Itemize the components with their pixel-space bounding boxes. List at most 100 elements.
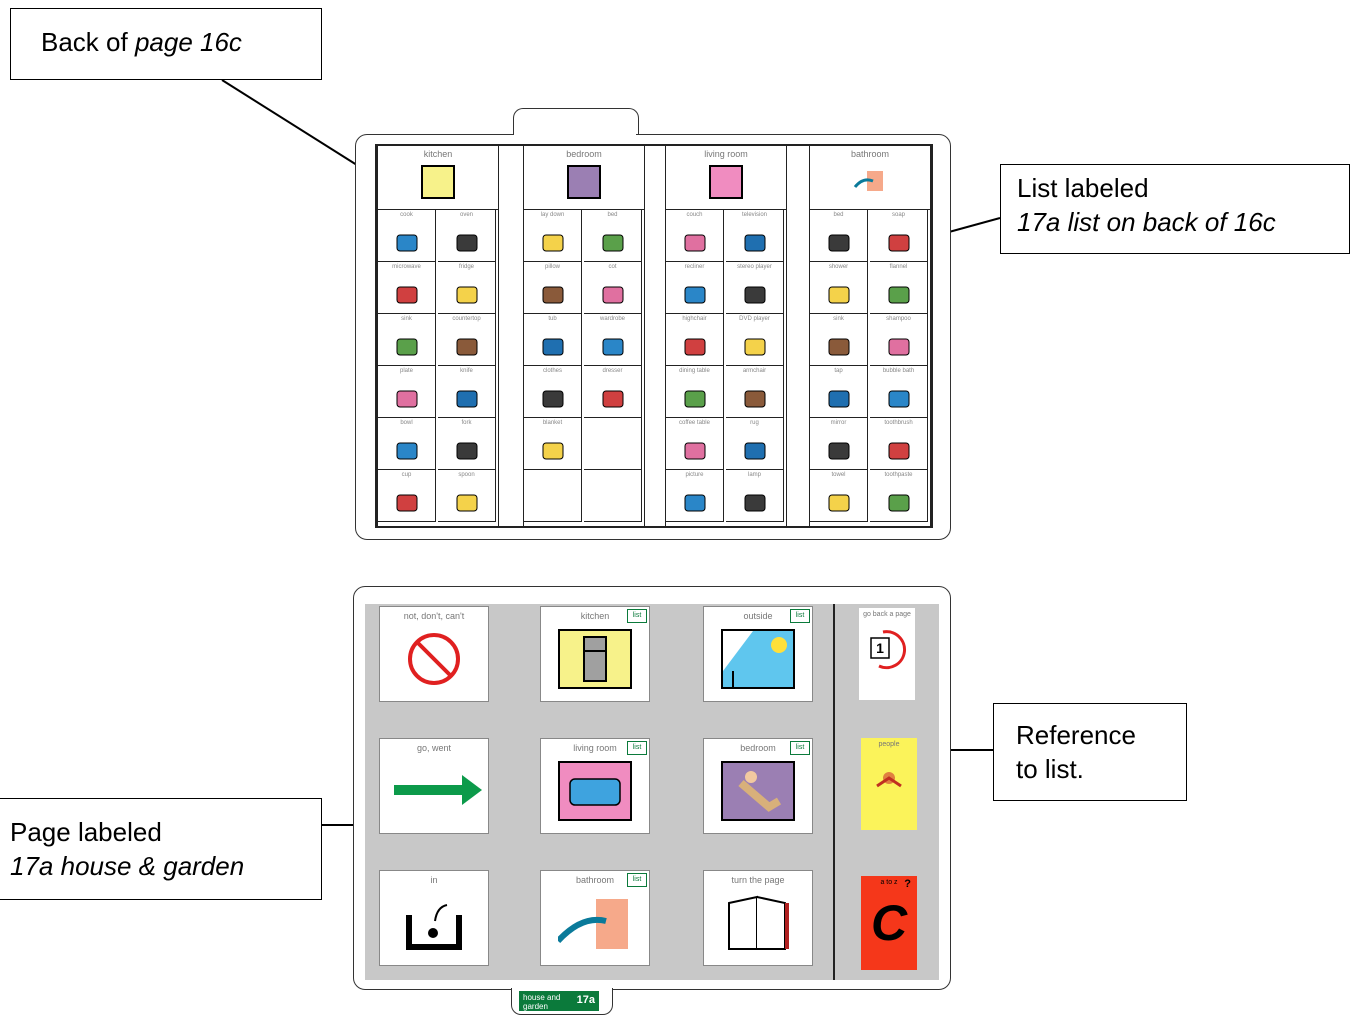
list-cell-label: couch xyxy=(686,212,703,218)
list-cell[interactable]: clothes xyxy=(524,366,582,418)
list-cell[interactable]: bed xyxy=(584,210,642,262)
column-head: living room xyxy=(666,146,786,210)
list-cell[interactable]: mirror xyxy=(810,418,868,470)
tile-bedroom[interactable]: bedroom list xyxy=(703,738,813,834)
list-cell[interactable]: recliner xyxy=(666,262,724,314)
page-board-divider xyxy=(833,604,835,980)
page-code-badge: house and garden 17a xyxy=(519,991,599,1011)
list-cell-label: tap xyxy=(834,368,843,374)
list-cell[interactable]: television xyxy=(726,210,784,262)
page-board: not, don't, can't kitchen list outside l… xyxy=(353,586,953,1016)
callout-reference-line2: to list. xyxy=(1016,754,1084,784)
list-cell[interactable] xyxy=(584,470,642,522)
list-cell[interactable]: shampoo xyxy=(870,314,928,366)
list-cell[interactable]: coffee table xyxy=(666,418,724,470)
tile-label: kitchen xyxy=(580,611,610,621)
list-cell[interactable]: countertop xyxy=(438,314,496,366)
list-cell-label: flannel xyxy=(889,264,908,270)
tile-bathroom[interactable]: bathroom list xyxy=(540,870,650,966)
callout-reference: Reference to list. xyxy=(993,703,1187,801)
list-cell[interactable]: highchair xyxy=(666,314,724,366)
list-item-icon xyxy=(740,487,770,515)
list-cell[interactable]: tub xyxy=(524,314,582,366)
list-cell[interactable]: cup xyxy=(378,470,436,522)
list-cell[interactable]: blanket xyxy=(524,418,582,470)
list-cell-label: fork xyxy=(461,420,472,426)
list-cell[interactable]: pillow xyxy=(524,262,582,314)
list-cell[interactable]: towel xyxy=(810,470,868,522)
list-cell-label: dresser xyxy=(602,368,623,374)
tile-not[interactable]: not, don't, can't xyxy=(379,606,489,702)
list-cell[interactable]: cot xyxy=(584,262,642,314)
people-button[interactable]: people xyxy=(861,738,917,830)
tile-label: bathroom xyxy=(575,875,615,885)
list-cell[interactable]: bowl xyxy=(378,418,436,470)
list-cell[interactable]: lamp xyxy=(726,470,784,522)
list-badge: list xyxy=(790,741,810,755)
list-cell[interactable]: wardrobe xyxy=(584,314,642,366)
tile-turn-page[interactable]: turn the page xyxy=(703,870,813,966)
list-cell[interactable]: bed xyxy=(810,210,868,262)
list-item-icon xyxy=(680,331,710,359)
list-cell[interactable] xyxy=(584,418,642,470)
bed-icon xyxy=(567,165,601,199)
callout-page-line2: 17a house & garden xyxy=(10,851,245,881)
list-item-icon xyxy=(884,383,914,411)
tile-go[interactable]: go, went xyxy=(379,738,489,834)
list-item-icon xyxy=(824,487,854,515)
list-cell[interactable]: DVD player xyxy=(726,314,784,366)
people-icon xyxy=(876,772,902,788)
list-cell[interactable]: oven xyxy=(438,210,496,262)
in-icon xyxy=(397,893,471,953)
list-cell[interactable]: knife xyxy=(438,366,496,418)
list-cell[interactable]: toothbrush xyxy=(870,418,928,470)
list-cell[interactable]: spoon xyxy=(438,470,496,522)
tab-line1: house and xyxy=(523,993,561,1002)
no-symbol-icon xyxy=(397,629,471,689)
list-cell[interactable]: dresser xyxy=(584,366,642,418)
list-cell[interactable] xyxy=(524,470,582,522)
list-cell-label: cup xyxy=(401,472,412,478)
tile-outside[interactable]: outside list xyxy=(703,606,813,702)
list-cell[interactable]: rug xyxy=(726,418,784,470)
tile-in[interactable]: in xyxy=(379,870,489,966)
list-cell-label: mirror xyxy=(830,420,847,426)
tile-label: go, went xyxy=(416,743,452,753)
list-cell[interactable]: sink xyxy=(810,314,868,366)
list-cell[interactable]: tap xyxy=(810,366,868,418)
list-cell[interactable]: bubble bath xyxy=(870,366,928,418)
list-cell[interactable]: armchair xyxy=(726,366,784,418)
tile-living-room[interactable]: living room list xyxy=(540,738,650,834)
list-item-icon xyxy=(824,331,854,359)
list-cell-label: oven xyxy=(459,212,473,218)
list-cell[interactable]: flannel xyxy=(870,262,928,314)
list-cell-label: spoon xyxy=(458,472,475,478)
list-item-icon xyxy=(392,383,422,411)
list-cell[interactable]: lay down xyxy=(524,210,582,262)
list-cell[interactable]: stereo player xyxy=(726,262,784,314)
a-to-z-button[interactable]: a to z ? C xyxy=(861,876,917,970)
list-cell[interactable]: picture xyxy=(666,470,724,522)
list-item-icon xyxy=(824,383,854,411)
list-cell[interactable]: cook xyxy=(378,210,436,262)
list-cell[interactable]: toothpaste xyxy=(870,470,928,522)
list-item-icon xyxy=(452,227,482,255)
list-item-icon xyxy=(452,487,482,515)
go-back-page-button[interactable]: go back a page 1 xyxy=(859,608,915,700)
list-cell[interactable]: microwave xyxy=(378,262,436,314)
list-cell[interactable]: plate xyxy=(378,366,436,418)
list-cell[interactable]: couch xyxy=(666,210,724,262)
list-item-icon xyxy=(824,227,854,255)
list-cell[interactable]: fridge xyxy=(438,262,496,314)
list-cell[interactable]: fork xyxy=(438,418,496,470)
list-cell[interactable]: dining table xyxy=(666,366,724,418)
list-cell[interactable]: sink xyxy=(378,314,436,366)
list-cell-label: shower xyxy=(828,264,849,270)
list-cell[interactable]: soap xyxy=(870,210,928,262)
tile-kitchen[interactable]: kitchen list xyxy=(540,606,650,702)
list-cell-label: DVD player xyxy=(739,316,770,322)
list-cell[interactable]: shower xyxy=(810,262,868,314)
